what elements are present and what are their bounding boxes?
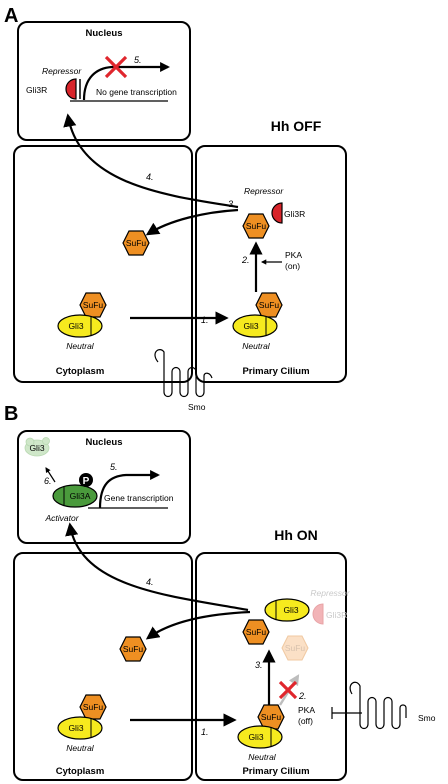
gli3-cyto-label-a: Gli3 xyxy=(68,321,83,331)
smo-label-b: Smo xyxy=(418,713,436,723)
gli3r-repressor-shape-a-cilium xyxy=(271,202,283,224)
pka-state-label-a: (on) xyxy=(285,261,300,271)
sufu-cilium-bottom-label-a: SuFu xyxy=(259,300,280,310)
repressor-faded-shape xyxy=(312,603,324,625)
panel-a-letter: A xyxy=(4,5,18,27)
gli3-faded-label: Gli3 xyxy=(29,443,44,453)
sufu-cyto-label-a: SuFu xyxy=(83,300,104,310)
pka-label-b: PKA xyxy=(298,705,315,715)
smo-receptor-a xyxy=(154,349,213,398)
activator-label: Activator xyxy=(44,513,79,523)
cilium-box-b xyxy=(195,552,347,781)
cilium-box-a xyxy=(195,145,347,383)
gli3-free-cilium-label: Gli3 xyxy=(283,605,298,615)
neutral-cilium-label-b: Neutral xyxy=(248,752,277,762)
step6-label: 6. xyxy=(44,476,52,486)
repressor-faded-label: Repressor xyxy=(310,588,350,598)
neutral-cyto-label-b: Neutral xyxy=(66,743,95,753)
nucleus-box-a xyxy=(17,21,191,141)
step3-label-b: 3. xyxy=(255,660,263,670)
gli3-cilium-label-b: Gli3 xyxy=(248,732,263,742)
step4-label-b: 4. xyxy=(146,577,154,587)
arrow-to-free-sufu-a xyxy=(145,208,239,236)
nucleus-label-b: Nucleus xyxy=(86,437,123,448)
cilium-label-b: Primary Cilium xyxy=(242,766,309,777)
gli3r-label-a-cilium: Gli3R xyxy=(284,209,305,219)
sufu-free-cilium-shape-b xyxy=(242,619,270,645)
panel-b: B Nucleus Gli3 6. Gli3A P Activator 5. G… xyxy=(4,403,436,781)
sufu-cilium-top-label-a: SuFu xyxy=(246,221,267,231)
cytoplasm-label-b: Cytoplasm xyxy=(56,766,105,777)
blocked-transcription-x-a xyxy=(104,55,128,79)
state-title-a: Hh OFF xyxy=(271,118,322,134)
nucleus-box-b xyxy=(17,430,191,544)
sufu-faded-label: SuFu xyxy=(285,643,306,653)
neutral-cyto-label-a: Neutral xyxy=(66,341,95,351)
pka-label-a: PKA xyxy=(285,250,302,260)
repressor-label-a-nucleus: Repressor xyxy=(42,66,82,76)
sufu-free-cyto-shape-b xyxy=(119,636,147,662)
step5-label-b: 5. xyxy=(110,462,118,472)
gli3-cilium-label-a: Gli3 xyxy=(243,321,258,331)
state-title-b: Hh ON xyxy=(274,527,318,543)
arrow-step6 xyxy=(45,467,56,483)
neutral-cilium-label-a: Neutral xyxy=(242,341,271,351)
step1-label-a: 1. xyxy=(201,315,209,325)
cytoplasm-box-b xyxy=(13,552,193,781)
transcription-arrow-b xyxy=(98,470,160,509)
sufu-free-label-a: SuFu xyxy=(126,238,147,248)
step5-label-a: 5. xyxy=(134,55,142,65)
repressor-label-a-cilium: Repressor xyxy=(244,186,284,196)
arrow-step4-a xyxy=(63,113,239,209)
nucleus-label-a: Nucleus xyxy=(86,28,123,39)
panel-b-letter: B xyxy=(4,403,18,425)
gli3r-faded-label: Gli3R xyxy=(326,610,347,620)
gli3r-label-a-nucleus: Gli3R xyxy=(26,85,47,95)
no-transcription-label: No gene transcription xyxy=(96,87,177,97)
gli3-cyto-label-b: Gli3 xyxy=(68,723,83,733)
step3-label-a: 3. xyxy=(228,199,236,209)
step2-label-a: 2. xyxy=(241,255,250,265)
smo-label-a: Smo xyxy=(188,402,206,412)
blocked-step2-x-b xyxy=(278,680,298,700)
gli3a-label: Gli3A xyxy=(70,491,91,501)
gene-transcription-label: Gene transcription xyxy=(104,493,174,503)
step2-label-b: 2. xyxy=(298,691,307,701)
step4-label-a: 4. xyxy=(146,172,154,182)
smo-receptor-b xyxy=(349,681,407,730)
sufu-cyto-label-b: SuFu xyxy=(83,702,104,712)
gli3-faded-blob xyxy=(24,437,50,457)
transcription-arrow-a xyxy=(82,62,170,101)
cilium-label-a: Primary Cilium xyxy=(242,366,309,377)
sufu-free-cilium-label-b: SuFu xyxy=(246,627,267,637)
gli3r-repressor-shape-a-nucleus xyxy=(65,78,77,100)
sufu-faded-shape xyxy=(281,635,309,661)
sufu-cilium-top-shape-a xyxy=(242,213,270,239)
step1-label-b: 1. xyxy=(201,727,209,737)
sufu-cilium-bottom-label-b: SuFu xyxy=(261,712,282,722)
cytoplasm-box-a xyxy=(13,145,193,383)
arrow-step4-b xyxy=(65,522,249,612)
pka-state-label-b: (off) xyxy=(298,716,313,726)
panel-a: A Nucleus Repressor Gli3R 5. No gene tra… xyxy=(4,5,347,412)
cytoplasm-label-a: Cytoplasm xyxy=(56,366,105,377)
sufu-free-cyto-label-b: SuFu xyxy=(123,644,144,654)
phospho-circle xyxy=(79,473,93,487)
phospho-label: P xyxy=(83,476,90,487)
sufu-free-shape-a xyxy=(122,230,150,256)
arrow-to-free-sufu-b xyxy=(145,610,251,640)
